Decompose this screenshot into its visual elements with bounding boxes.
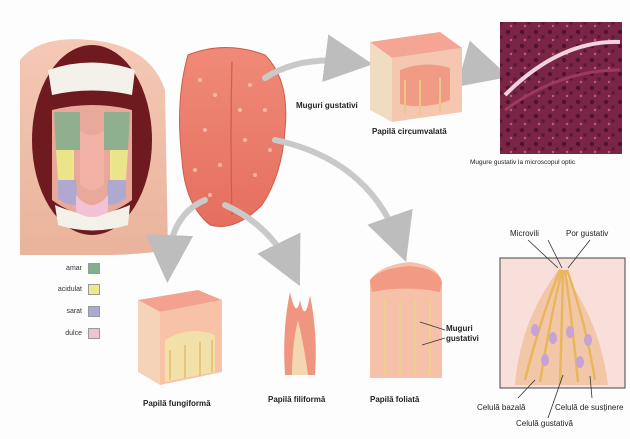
legend-label: dulce: [38, 330, 82, 337]
legend-label: sarat: [38, 308, 82, 315]
taste-pore-label: Por gustativ: [566, 230, 608, 238]
circumvallate-label: Papilă circumvalată: [372, 128, 447, 136]
gustatory-cell-label: Celulă gustativă: [516, 420, 573, 428]
legend-label: amar: [38, 265, 82, 272]
legend-item-bitter: amar: [38, 263, 100, 274]
circumvallate-papilla-block: [370, 32, 462, 122]
open-mouth-illustration: [20, 39, 168, 255]
legend-label: acidulat: [38, 286, 82, 293]
filiform-papilla: [284, 292, 316, 375]
taste-buds-label-top: Muguri gustativi: [296, 102, 358, 110]
fungiform-papilla-block: [138, 290, 222, 385]
fungiform-label: Papilă fungiformă: [143, 400, 211, 408]
legend-item-sweet: dulce: [38, 328, 100, 339]
taste-bud-detail-panel: [500, 240, 625, 418]
legend-item-sour: acidulat: [38, 284, 100, 295]
microvilli-label: Microvili: [510, 230, 539, 238]
micrograph-caption: Mugure gustativ la microscopul optic: [470, 160, 575, 167]
foliate-taste-buds-label-2: gustativi: [446, 335, 479, 343]
foliate-taste-buds-label-1: Muguri: [446, 325, 473, 333]
legend-item-salty: sarat: [38, 306, 100, 317]
filiform-label: Papilă filiformă: [268, 396, 325, 404]
legend-swatch: [88, 284, 100, 295]
micrograph-image: [500, 22, 622, 154]
foliate-papilla-block: [370, 262, 445, 378]
legend-swatch: [88, 306, 100, 317]
legend-swatch: [88, 328, 100, 339]
support-cell-label: Celulă de susținere: [555, 404, 623, 412]
legend-swatch: [88, 263, 100, 274]
foliate-label: Papilă foliată: [370, 396, 419, 404]
basal-cell-label: Celulă bazală: [477, 404, 525, 412]
